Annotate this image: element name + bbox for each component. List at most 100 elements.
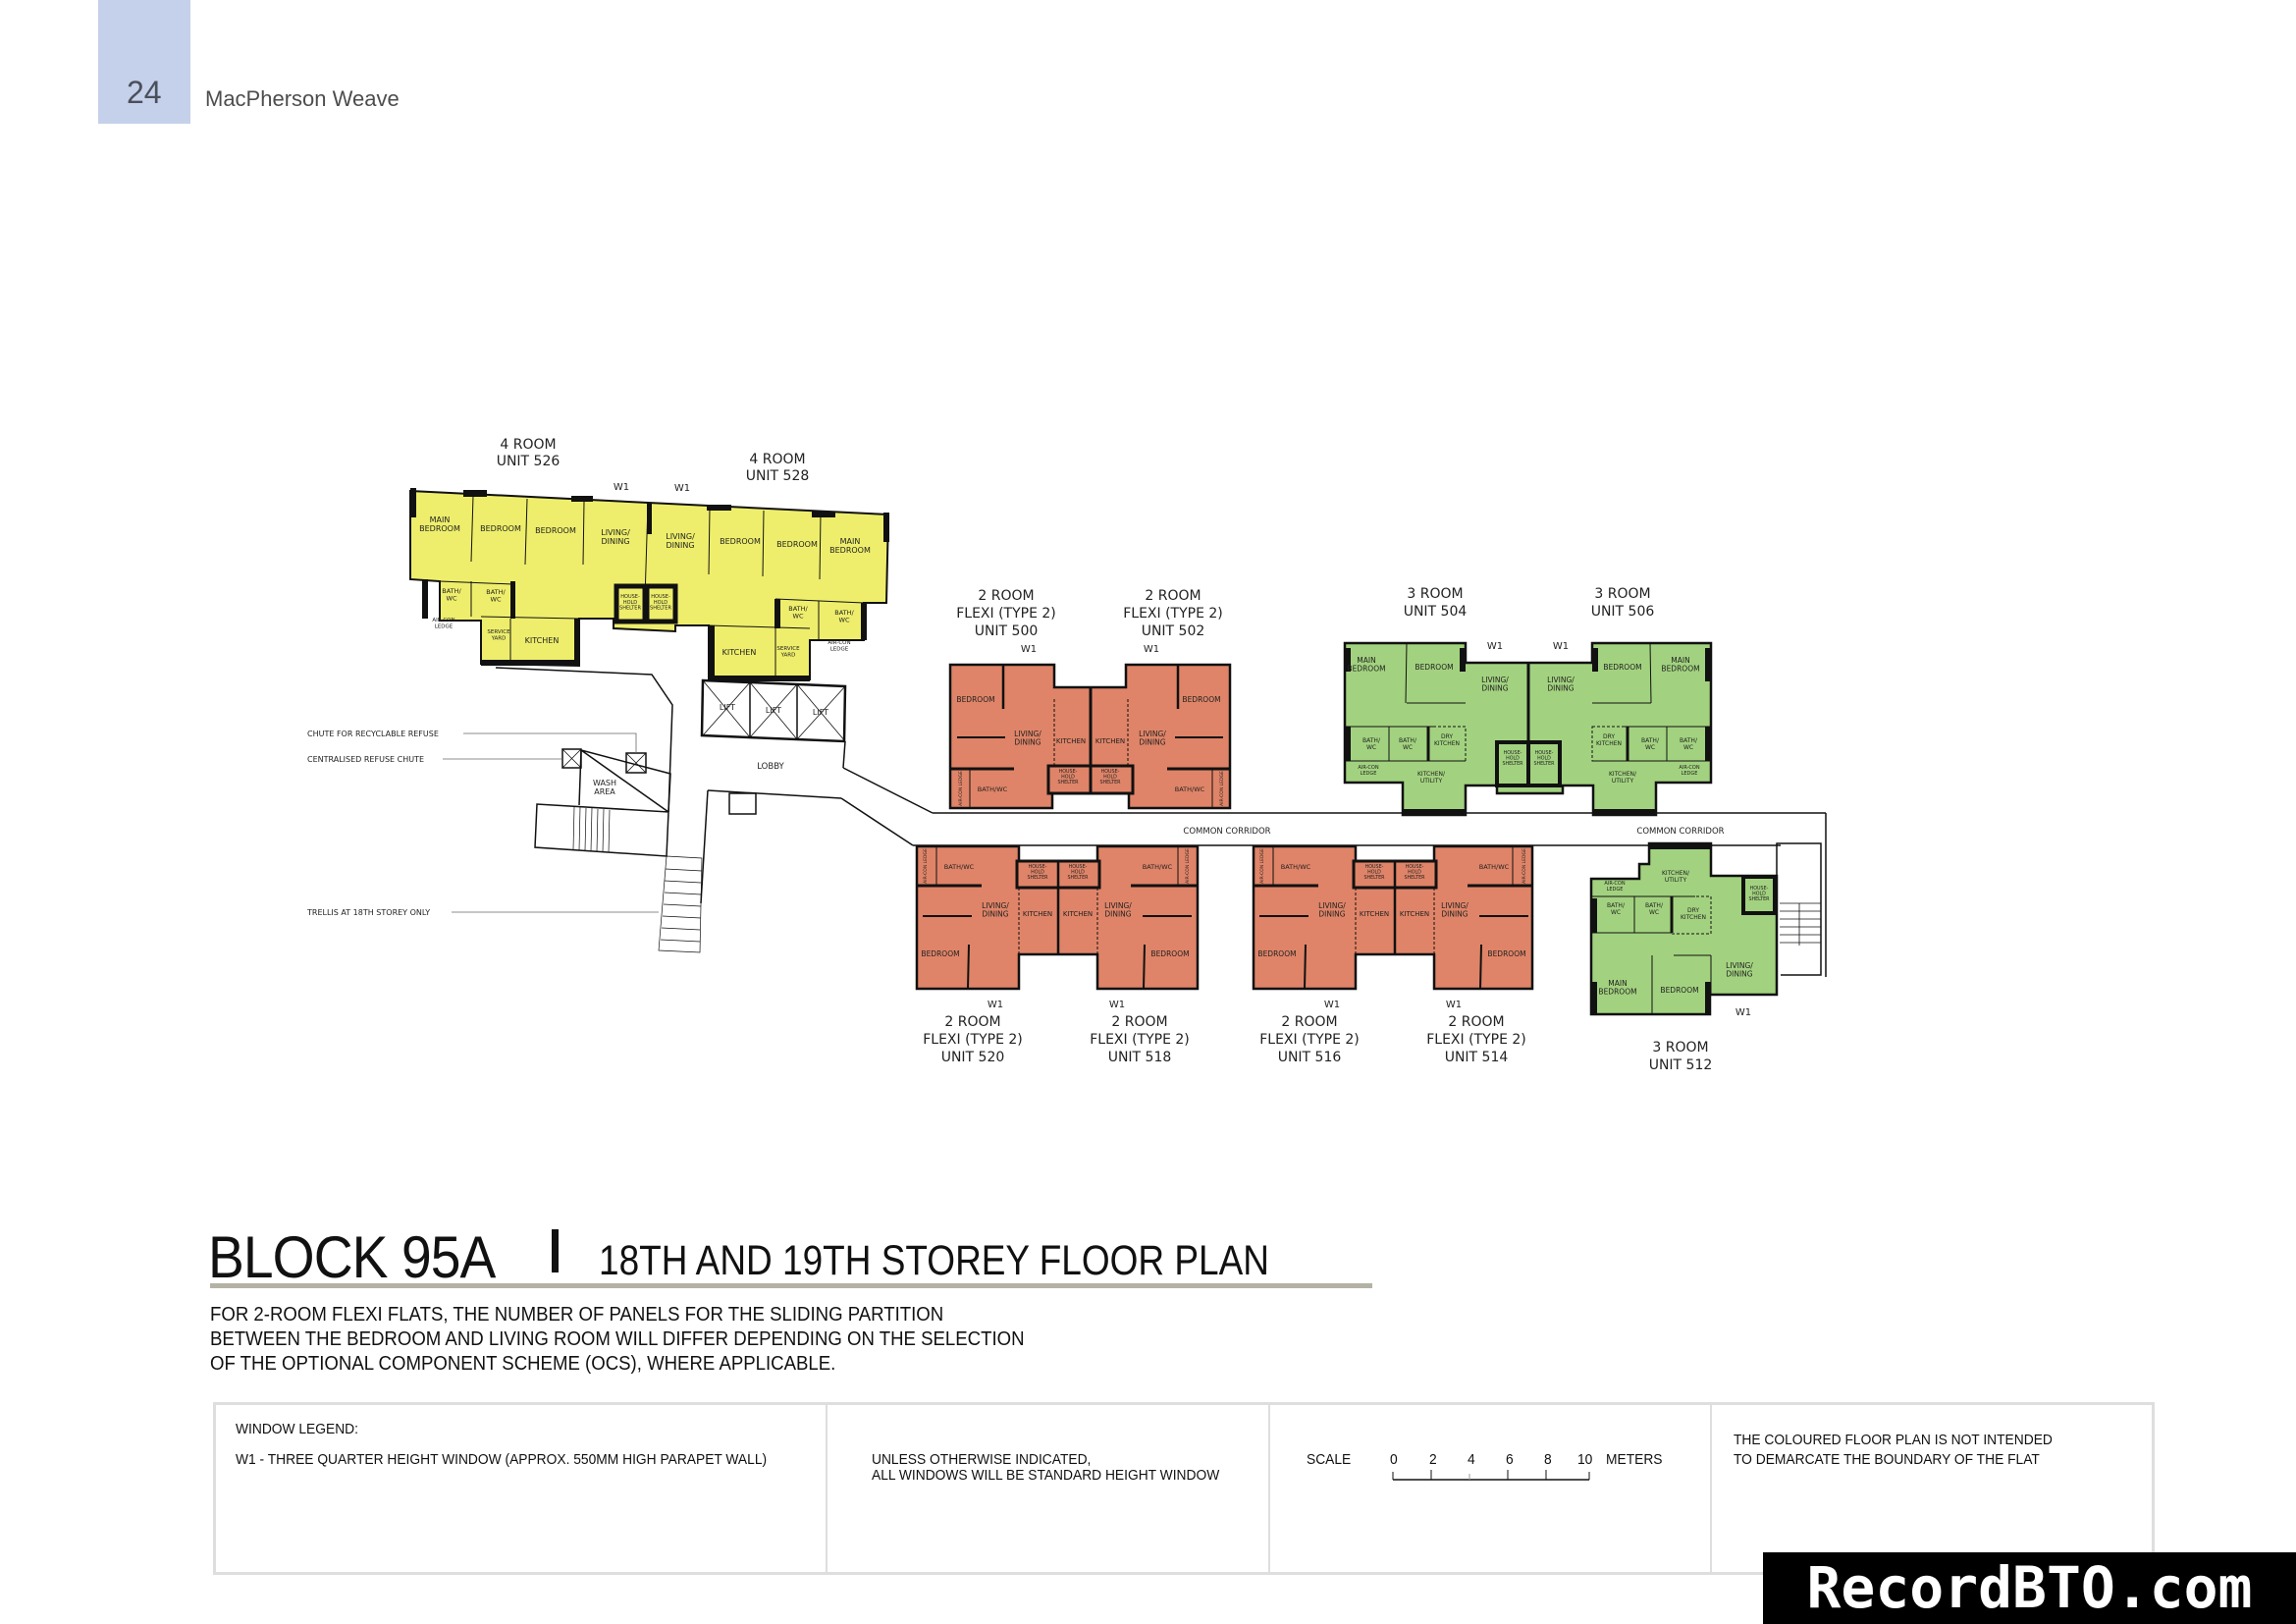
plan-label-living: LIVING/DINING xyxy=(1481,676,1509,693)
plan-label-kitchen-utility: KITCHEN/UTILITY xyxy=(1417,771,1446,785)
plan-label-bedroom: BEDROOM xyxy=(956,695,994,704)
three-room-walls xyxy=(1345,648,1711,1014)
page-number-tab xyxy=(98,0,190,124)
window-legend-w1: W1 - THREE QUARTER HEIGHT WINDOW (APPROX… xyxy=(236,1451,768,1468)
plan-label-subtype: FLEXI (TYPE 2) xyxy=(1426,1032,1526,1048)
note-line-1: FOR 2-ROOM FLEXI FLATS, THE NUMBER OF PA… xyxy=(210,1304,944,1326)
plan-label-bath: BATH/WC xyxy=(1680,737,1698,751)
plan-label-lobby: LOBBY xyxy=(757,762,784,772)
lobby-left-wall xyxy=(700,789,709,904)
household-shelters-4room xyxy=(614,583,678,624)
title-underline xyxy=(210,1283,1372,1288)
plan-label-aircon: AIR-CON LEDGE xyxy=(1259,848,1265,884)
plan-label-subtype: FLEXI (TYPE 2) xyxy=(1090,1032,1190,1048)
wash-area xyxy=(534,749,671,857)
plan-label-chute-central: CENTRALISED REFUSE CHUTE xyxy=(307,755,424,764)
plan-label-unit: UNIT 502 xyxy=(1142,623,1205,639)
lobby-right-wall xyxy=(842,740,846,769)
two-room-partitions xyxy=(917,665,1532,990)
scale-tick-6: 6 xyxy=(1506,1451,1514,1468)
plan-label-type: 2 ROOM xyxy=(944,1014,1000,1030)
plan-label-living: LIVING/DINING xyxy=(982,901,1009,919)
stair-right xyxy=(1776,842,1822,976)
plan-label-type: 4 ROOM xyxy=(749,452,805,467)
plan-label-window: W1 xyxy=(988,1000,1003,1010)
plan-label-window: W1 xyxy=(1021,644,1037,655)
plan-label-window: W1 xyxy=(1324,1000,1340,1010)
plan-label-bath: BATH/WC xyxy=(1175,785,1205,793)
plan-label-window: W1 xyxy=(1144,644,1159,655)
plan-label-type: 3 ROOM xyxy=(1652,1040,1708,1056)
plan-label-chute-recyclable: CHUTE FOR RECYCLABLE REFUSE xyxy=(307,730,439,738)
plan-label-corridor: COMMON CORRIDOR xyxy=(1183,827,1270,837)
plan-label-living: LIVING/DINING xyxy=(1441,901,1468,919)
standard-window-column: UNLESS OTHERWISE INDICATED, ALL WINDOWS … xyxy=(828,1405,1270,1572)
scale-tick-10: 10 xyxy=(1577,1451,1593,1468)
scale-column: SCALE 0 2 4 6 8 10 METERS xyxy=(1270,1405,1712,1572)
plan-label-bath: BATH/WC xyxy=(788,605,808,620)
plan-label-aircon: AIR-CON LEDGE xyxy=(923,848,929,884)
block-title: BLOCK 95A xyxy=(208,1224,496,1290)
scale-tick-8: 8 xyxy=(1544,1451,1552,1468)
plan-label-kitchen: KITCHEN xyxy=(1400,910,1429,918)
plan-label-unit: UNIT 504 xyxy=(1404,604,1468,620)
plan-label-unit: UNIT 512 xyxy=(1649,1057,1713,1073)
standard-window-line-1: UNLESS OTHERWISE INDICATED, xyxy=(872,1451,1092,1468)
note-line-3: OF THE OPTIONAL COMPONENT SCHEME (OCS), … xyxy=(210,1353,836,1375)
plan-label-corridor: COMMON CORRIDOR xyxy=(1636,827,1724,837)
plan-label-type: 2 ROOM xyxy=(1281,1014,1337,1030)
plan-label-bath: BATH/WC xyxy=(1281,863,1311,871)
plan-label-kitchen: KITCHEN xyxy=(1063,910,1093,918)
plan-label-window: W1 xyxy=(1109,1000,1125,1010)
plan-label-type: 2 ROOM xyxy=(1111,1014,1167,1030)
four-room-units xyxy=(409,488,890,681)
legend-box: WINDOW LEGEND: W1 - THREE QUARTER HEIGHT… xyxy=(213,1402,2155,1575)
plan-label-living: LIVING/DINING xyxy=(1104,901,1132,919)
plan-label-bedroom: BEDROOM xyxy=(776,540,818,549)
plan-label-aircon: AIR-CON LEDGE xyxy=(1219,771,1225,806)
plan-label-kitchen: KITCHEN xyxy=(1360,910,1389,918)
plan-label-window: W1 xyxy=(614,482,629,493)
plan-label-living: LIVING/DINING xyxy=(1318,901,1346,919)
annotation-leaders xyxy=(443,732,659,913)
project-name: MacPherson Weave xyxy=(205,86,400,111)
plan-label-living: LIVING/DINING xyxy=(601,528,630,546)
plan-label-bath: BATH/WC xyxy=(978,785,1008,793)
plan-label-kitchen-utility: KITCHEN/UTILITY xyxy=(1662,870,1690,884)
plan-label-type: 4 ROOM xyxy=(500,437,556,453)
scale-unit: METERS xyxy=(1606,1451,1663,1468)
plan-label-unit: UNIT 528 xyxy=(746,468,810,484)
plan-label-unit: UNIT 520 xyxy=(941,1050,1005,1065)
plan-label-lift: LIFT xyxy=(720,703,735,712)
plan-label-bedroom: BEDROOM xyxy=(1257,949,1296,958)
stair-left xyxy=(572,806,611,853)
lobby-lower-wall xyxy=(707,789,842,799)
plan-label-subtype: FLEXI (TYPE 2) xyxy=(923,1032,1023,1048)
disclaimer-line-2: TO DEMARCATE THE BOUNDARY OF THE FLAT xyxy=(1734,1451,2040,1468)
scale-tick-2: 2 xyxy=(1429,1451,1437,1468)
plan-label-kitchen: KITCHEN xyxy=(1095,737,1125,745)
trellis xyxy=(658,855,703,953)
plan-label-kitchen: KITCHEN xyxy=(1023,910,1052,918)
plan-label-bath: BATH/WC xyxy=(1143,863,1173,871)
plan-label-living: LIVING/DINING xyxy=(666,532,695,550)
plan-label-kitchen: KITCHEN xyxy=(525,636,560,645)
plan-label-kitchen: KITCHEN xyxy=(1056,737,1086,745)
plan-label-living: LIVING/DINING xyxy=(1139,730,1166,747)
plan-label-unit: UNIT 500 xyxy=(975,623,1039,639)
